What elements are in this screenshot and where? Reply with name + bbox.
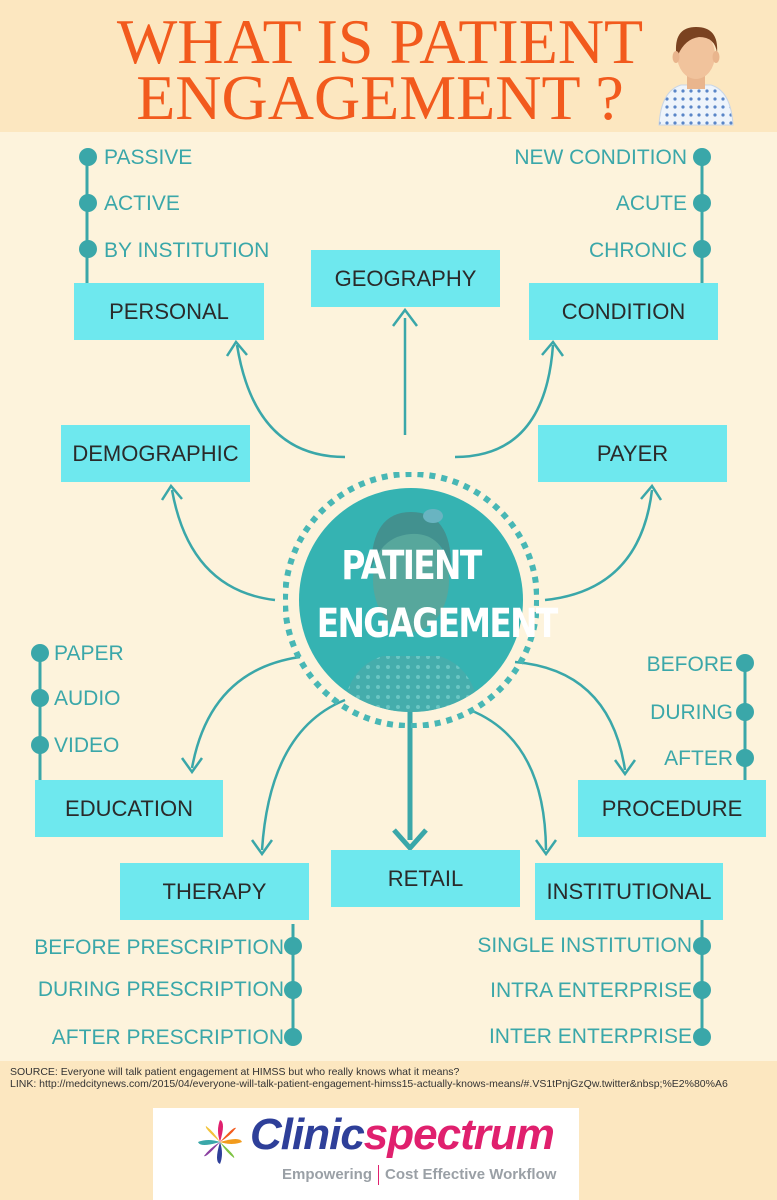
source-text: SOURCE: Everyone will talk patient engag… — [10, 1066, 770, 1090]
center-circle — [283, 472, 539, 728]
node-education: EDUCATION — [35, 780, 223, 837]
node-procedure: PROCEDURE — [578, 780, 766, 837]
node-personal: PERSONAL — [74, 283, 264, 340]
list-item: ACUTE — [615, 192, 687, 215]
page-title-line1: WHAT IS PATIENT — [116, 6, 644, 77]
list-item: AFTER PRESCRIPTION — [51, 1026, 284, 1049]
logo-swirl-icon — [198, 1120, 242, 1164]
page-title-line2: ENGAGEMENT ? — [136, 62, 624, 133]
list-item: INTRA ENTERPRISE — [490, 979, 692, 1002]
list-item: ACTIVE — [104, 192, 180, 215]
list-item: PASSIVE — [104, 146, 193, 169]
node-retail: RETAIL — [331, 850, 520, 907]
tagline-part1: Empowering — [282, 1165, 373, 1183]
node-institutional: INSTITUTIONAL — [535, 863, 723, 920]
list-item: BY INSTITUTION — [104, 239, 270, 262]
list-item: INTER ENTERPRISE — [488, 1025, 692, 1048]
list-item: DURING — [650, 701, 733, 724]
source-link[interactable]: LINK: http://medcitynews.com/2015/04/eve… — [10, 1078, 728, 1090]
list-item: SINGLE INSTITUTION — [477, 934, 692, 957]
node-geography: GEOGRAPHY — [311, 250, 500, 307]
center-title-line2: ENGAGEMENT — [316, 601, 559, 647]
node-demographic: DEMOGRAPHIC — [61, 425, 250, 482]
list-item: BEFORE — [646, 653, 733, 676]
logo-tagline: Empowering Cost Effective Workflow — [282, 1165, 556, 1185]
logo-part2: spectrum — [363, 1110, 555, 1159]
list-item: AFTER — [664, 747, 733, 770]
source-line: SOURCE: Everyone will talk patient engag… — [10, 1066, 460, 1078]
list-item: VIDEO — [54, 734, 120, 757]
logo-wordmark: Clinicspectrum — [250, 1110, 555, 1159]
list-item: DURING PRESCRIPTION — [37, 978, 284, 1001]
header-band — [0, 0, 777, 132]
node-condition: CONDITION — [529, 283, 718, 340]
logo-panel — [153, 1108, 579, 1200]
list-item: BEFORE PRESCRIPTION — [34, 936, 284, 959]
list-item: PAPER — [54, 642, 124, 665]
patient-avatar-icon — [658, 27, 734, 126]
node-payer: PAYER — [538, 425, 727, 482]
list-item: AUDIO — [54, 687, 121, 710]
list-item: CHRONIC — [589, 239, 687, 262]
center-title-line1: PATIENT — [341, 543, 482, 589]
logo-part1: Clinic — [250, 1110, 365, 1159]
node-therapy: THERAPY — [120, 863, 309, 920]
list-item: NEW CONDITION — [514, 146, 687, 169]
tagline-part2: Cost Effective Workflow — [385, 1165, 557, 1183]
